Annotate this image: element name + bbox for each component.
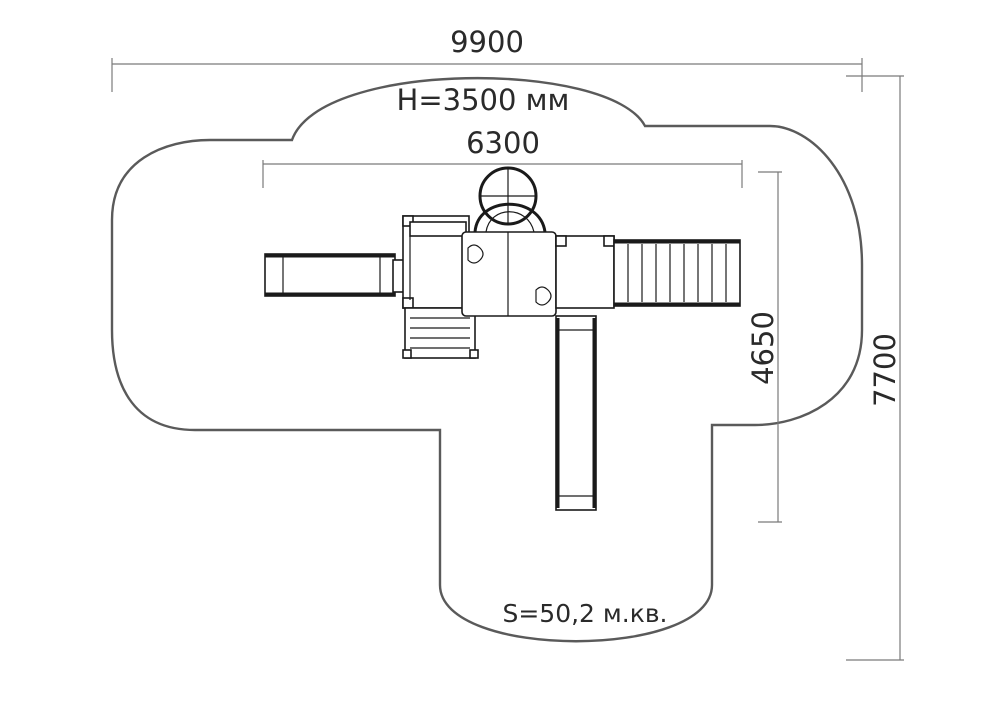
left-tower [402, 215, 470, 309]
dimension-equipment-depth [758, 171, 782, 523]
right-climbing-steps [613, 239, 741, 307]
bottom-slide [555, 315, 597, 511]
equipment-top-view [264, 166, 741, 511]
area-label: S=50,2 м.кв. [502, 599, 667, 628]
left-ladder [402, 307, 479, 359]
equipment-depth-label: 4650 [746, 311, 780, 385]
height-label: H=3500 мм [397, 83, 570, 117]
dimension-overall-width [111, 58, 863, 92]
dimension-overall-depth [846, 75, 904, 661]
central-house [461, 231, 557, 317]
right-platform [555, 235, 615, 309]
equipment-width-label: 6300 [466, 126, 540, 160]
left-slide [264, 253, 408, 297]
dimension-equipment-width [262, 160, 743, 188]
overall-width-label: 9900 [450, 25, 524, 59]
climbing-hoop [473, 166, 547, 233]
overall-depth-label: 7700 [868, 333, 902, 407]
safety-zone-outline [110, 77, 864, 643]
